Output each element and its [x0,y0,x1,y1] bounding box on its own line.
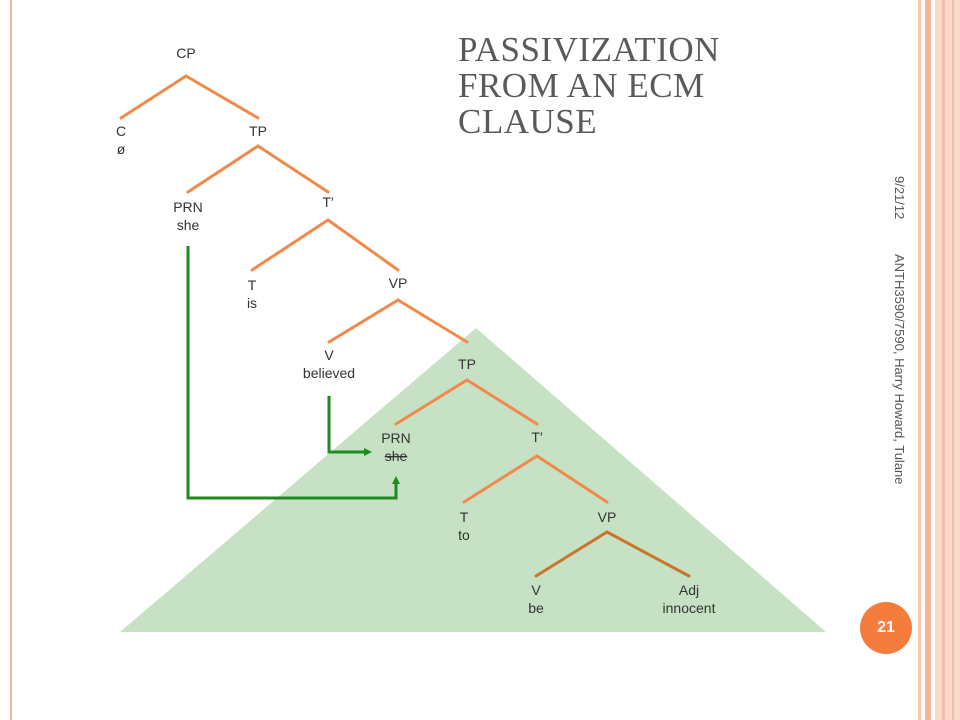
right-decoration-stripe [925,0,931,720]
slide-title-line: PASSIVIZATION [458,30,720,69]
left-border-line [10,0,12,720]
node-label: T′ [322,194,334,210]
embedded-clause-triangle [120,328,826,632]
node-word: to [458,527,470,543]
slide-number-badge: 21 [860,602,912,654]
tree-node-vp2: VP [598,509,617,525]
tree-node-t1: Tis [247,277,257,311]
tree-node-tp2: TP [458,356,476,372]
node-label: T [248,277,257,293]
node-label: Adj [679,582,699,598]
node-label: T [460,509,469,525]
tree-node-prn2: PRN she [381,430,411,464]
tree-branch-cp-c [119,74,188,120]
tree-branches [119,74,691,578]
node-word: she [177,217,200,233]
slide-date: 9/21/12 [892,176,907,220]
tree-branch-tp2-prn2 [394,378,469,426]
node-label: PRN [381,430,411,446]
movement-arrow-v1-to-prn2 [327,396,372,456]
node-label: V [531,582,541,598]
tree-branch-vp1-tp2 [396,298,469,344]
tree-branch-vp2-adj [605,530,691,578]
slide-footer: ANTH3590/7590, Harry Howard, Tulane [892,254,907,485]
node-word: ø [117,141,126,157]
tree-branch-tp2-tbar2 [465,378,539,426]
movement-arrows [186,246,400,500]
node-word: she [385,448,408,464]
right-decoration-stripe [942,0,945,720]
tree-branch-tp1-prn1 [186,144,260,194]
node-label: TP [458,356,476,372]
node-label: VP [598,509,617,525]
tree-branch-cp-tp1 [184,74,260,120]
tree-branch-tbar2-t2 [462,454,539,504]
slide-number: 21 [877,619,895,636]
tree-branch-tbar2-vp2 [535,454,609,504]
node-label: VP [389,275,408,291]
node-label: TP [249,123,267,139]
node-label: T′ [531,429,543,445]
node-word: believed [303,365,355,381]
tree-node-tp1: TP [249,123,267,139]
tree-branch-tp1-tbar1 [256,144,330,194]
tree-node-c: Cø [116,123,126,157]
right-decoration-stripe [935,0,960,720]
tree-branch-tbar1-vp1 [326,218,400,272]
tree-node-prn1: PRN she [173,199,203,233]
tree-branch-tbar1-t1 [250,218,330,272]
right-decoration-stripe [918,0,921,720]
tree-node-v2: Vbe [528,582,544,616]
node-label: CP [176,45,195,61]
node-label: PRN [173,199,203,215]
node-word: is [247,295,257,311]
tree-node-vp1: VP [389,275,408,291]
movement-arrow-prn1-to-prn2 [186,246,400,500]
node-word: be [528,600,544,616]
tree-node-cp: CP [176,45,195,61]
tree-branch-vp2-v2 [534,530,609,578]
slide-title: PASSIVIZATION FROM AN ECM CLAUSE [458,32,798,140]
tree-branch-vp1-v1 [327,298,400,344]
slide-title-line: FROM AN ECM [458,66,705,105]
tree-node-t2: Tto [458,509,470,543]
node-label: V [324,347,334,363]
node-label: C [116,123,126,139]
tree-node-adj: Adj innocent [663,582,716,616]
slide-title-line: CLAUSE [458,102,598,141]
tree-nodes: CPCøTPPRNsheT′TisVPVbelievedTPPRNsheT′Tt… [116,45,716,616]
tree-node-tbar1: T′ [322,194,334,210]
tree-node-tbar2: T′ [531,429,543,445]
node-word: innocent [663,600,716,616]
right-decoration-stripe [952,0,954,720]
